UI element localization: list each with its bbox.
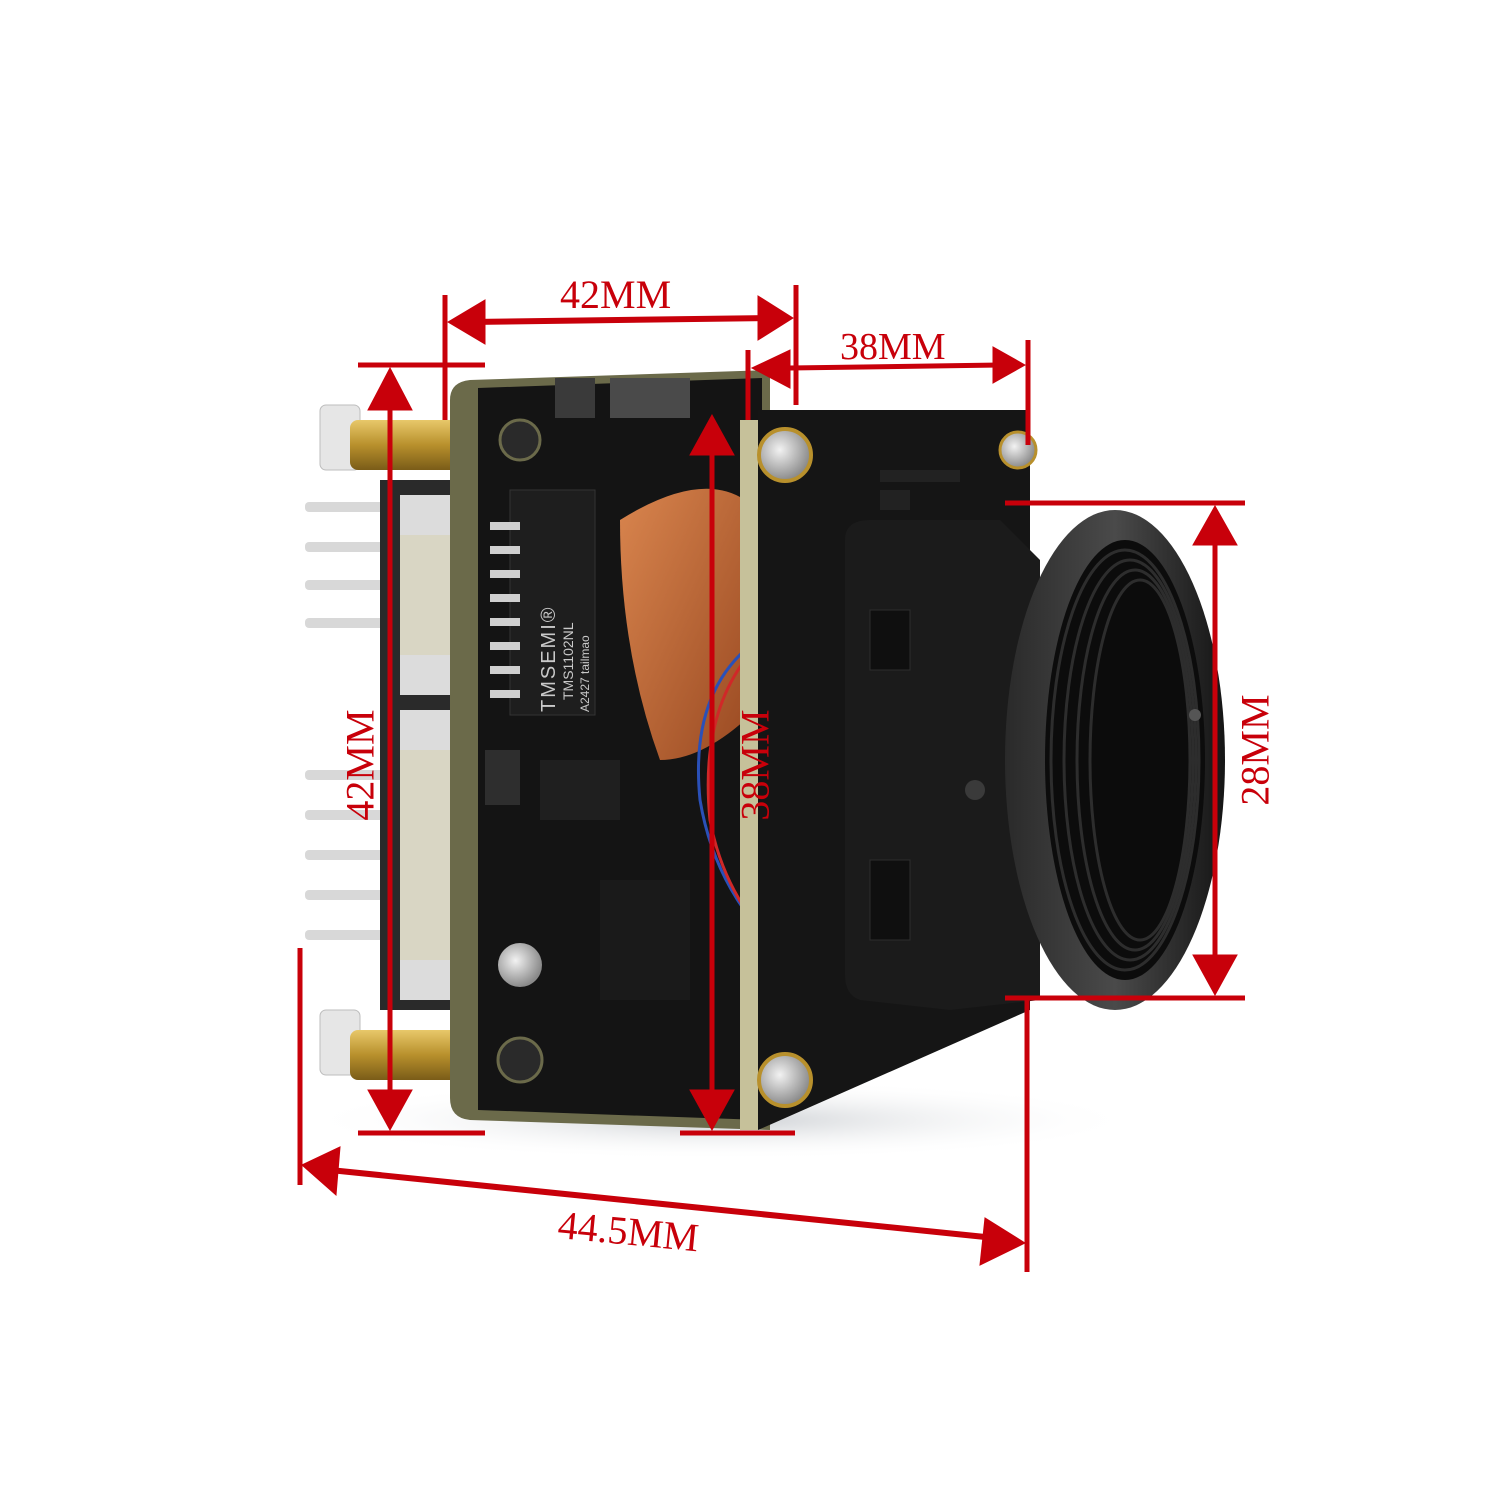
screw-icon [998,430,1038,470]
chip-brand: TMSEMI® [538,605,560,712]
dim-mid-height-label: 38MM [732,709,778,821]
screw-icon [757,1052,813,1108]
board-edge [740,420,758,1130]
dim-top-width-label: 42MM [560,272,672,317]
chip-code: A2427 tailmao [578,635,592,712]
dim-left-height-label: 42MM [337,709,383,821]
dim-top-depth-label: 38MM [840,326,946,368]
screw-icon [757,427,813,483]
rear-connectors [305,404,460,1076]
chip-part: TMS1102NL [560,622,576,700]
dim-lens-height-label: 28MM [1232,694,1278,806]
lens-holder [845,510,1225,1010]
screw-icon [498,943,542,987]
ethernet-transformer-chip [509,489,596,716]
dimension-lines [297,285,1245,1272]
